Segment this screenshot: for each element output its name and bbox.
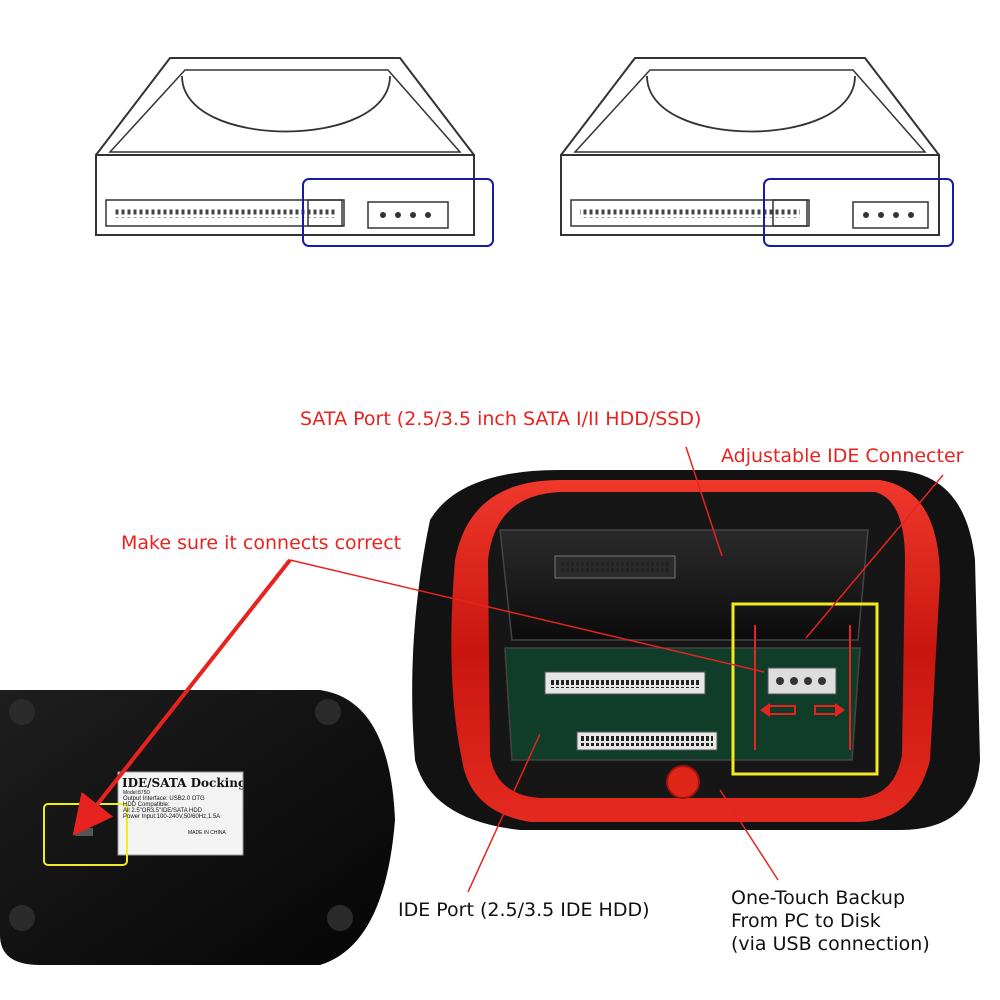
- connector-highlight-right: [763, 178, 954, 247]
- backup-button[interactable]: [666, 765, 700, 799]
- rubber-foot: [327, 905, 353, 931]
- hdd-diagram-left: [95, 57, 475, 236]
- rubber-foot: [315, 699, 341, 725]
- callout-backup-line2: From PC to Disk: [731, 910, 881, 932]
- device-label-hdd-value: All 2.5"OR3.5"IDE/SATA HDD: [123, 808, 203, 814]
- device-label-output: Output Interface: USB2.0 OTG: [123, 796, 205, 802]
- device-label-title: IDE/SATA Docking: [122, 776, 243, 790]
- device-label-hdd: HDD Compatible:: [123, 802, 170, 808]
- callout-ide-port: IDE Port (2.5/3.5 IDE HDD): [398, 899, 650, 921]
- device-label-model: Model:875D: [123, 790, 150, 796]
- adjustable-connector-highlight: [731, 602, 879, 776]
- dock-station: [412, 470, 981, 830]
- device-label-power: Power Input:100-240V,50/60Hz,1.5A: [123, 814, 221, 820]
- callout-backup-line3: (via USB connection): [731, 933, 930, 955]
- power-switch: [75, 828, 93, 836]
- callout-sata-port: SATA Port (2.5/3.5 inch SATA I/II HDD/SS…: [300, 408, 702, 430]
- device-label-made-in: MADE IN CHINA: [188, 830, 226, 836]
- callout-leader-lines: [72, 446, 944, 893]
- callout-backup: One-Touch Backup From PC to Disk (via US…: [731, 887, 930, 956]
- connector-highlight-left: [302, 178, 494, 247]
- sata-bay: [499, 529, 869, 641]
- callout-make-sure: Make sure it connects correct: [121, 532, 402, 554]
- device-label-sticker: IDE/SATA Docking Model:875D Output Inter…: [118, 772, 243, 855]
- callout-backup-line1: One-Touch Backup: [731, 887, 906, 909]
- hdd-diagram-right: [560, 57, 940, 236]
- rubber-foot: [9, 699, 35, 725]
- callout-adjustable-ide: Adjustable IDE Connecter: [721, 445, 964, 467]
- dock-bottom-view: [0, 690, 395, 965]
- rubber-foot: [9, 905, 35, 931]
